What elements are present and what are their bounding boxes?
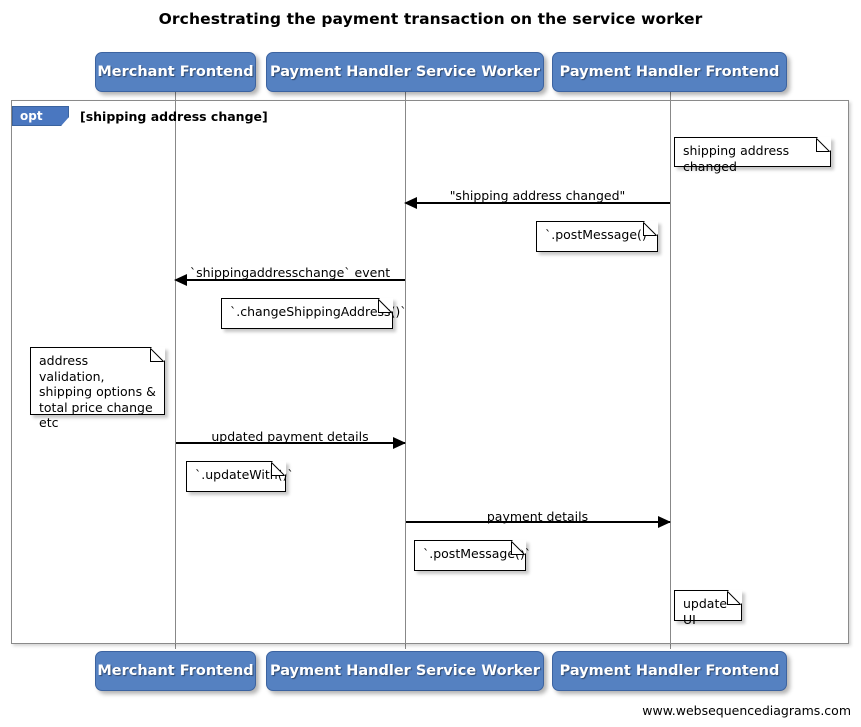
fragment-opt-guard: [shipping address change] xyxy=(80,109,268,124)
note-postmessage-1: `.postMessage()` xyxy=(536,221,658,252)
participant-label: Payment Handler Service Worker xyxy=(269,64,541,80)
message-line-shipping-address-changed xyxy=(406,202,670,204)
message-line-updated-payment-details xyxy=(176,442,405,444)
message-arrowhead-updated-payment-details xyxy=(393,437,406,449)
lifeline-payment-handler-service-worker xyxy=(405,91,406,649)
participant-payment-handler-frontend-top[interactable]: Payment Handler Frontend xyxy=(552,52,787,92)
note-change-shipping-address: `.changeShippingAddress()` xyxy=(221,298,407,329)
message-label-shipping-address-changed: "shipping address changed" xyxy=(449,188,626,203)
page-title: Orchestrating the payment transaction on… xyxy=(158,10,703,28)
message-arrowhead-payment-details xyxy=(658,516,671,528)
message-label-shippingaddresschange-event: `shippingaddresschange` event xyxy=(189,265,391,280)
message-line-shippingaddresschange-event xyxy=(176,279,405,281)
participant-label: Payment Handler Frontend xyxy=(559,64,780,80)
fragment-opt-tag-label: opt xyxy=(20,109,43,123)
lifeline-payment-handler-frontend xyxy=(670,91,671,649)
message-line-payment-details xyxy=(406,521,670,523)
participant-payment-handler-service-worker-top[interactable]: Payment Handler Service Worker xyxy=(266,52,544,92)
note-update-ui: update UI xyxy=(674,590,742,627)
participant-label: Merchant Frontend xyxy=(97,663,254,679)
participant-label: Payment Handler Frontend xyxy=(559,663,780,679)
participant-payment-handler-frontend-bottom[interactable]: Payment Handler Frontend xyxy=(552,651,787,691)
message-label-updated-payment-details: updated payment details xyxy=(211,429,369,444)
note-postmessage-2: `.postMessage()` xyxy=(414,540,531,571)
participant-merchant-frontend-top[interactable]: Merchant Frontend xyxy=(95,52,256,92)
fragment-opt-tag: opt xyxy=(12,106,69,126)
note-address-validation: address validation, shipping options & t… xyxy=(30,347,165,430)
message-label-payment-details: payment details xyxy=(486,509,589,524)
message-arrowhead-shipping-address-changed xyxy=(404,197,417,209)
lifeline-merchant-frontend xyxy=(175,91,176,649)
message-arrowhead-shippingaddresschange-event xyxy=(174,274,187,286)
participant-payment-handler-service-worker-bottom[interactable]: Payment Handler Service Worker xyxy=(266,651,544,691)
note-shipping-address-changed: shipping address changed xyxy=(674,137,831,174)
participant-merchant-frontend-bottom[interactable]: Merchant Frontend xyxy=(95,651,256,691)
note-update-with: `.updateWith()` xyxy=(186,461,294,492)
fragment-opt xyxy=(11,100,849,644)
participant-label: Payment Handler Service Worker xyxy=(269,663,541,679)
footer-attribution: www.websequencediagrams.com xyxy=(642,703,851,718)
participant-label: Merchant Frontend xyxy=(97,64,254,80)
